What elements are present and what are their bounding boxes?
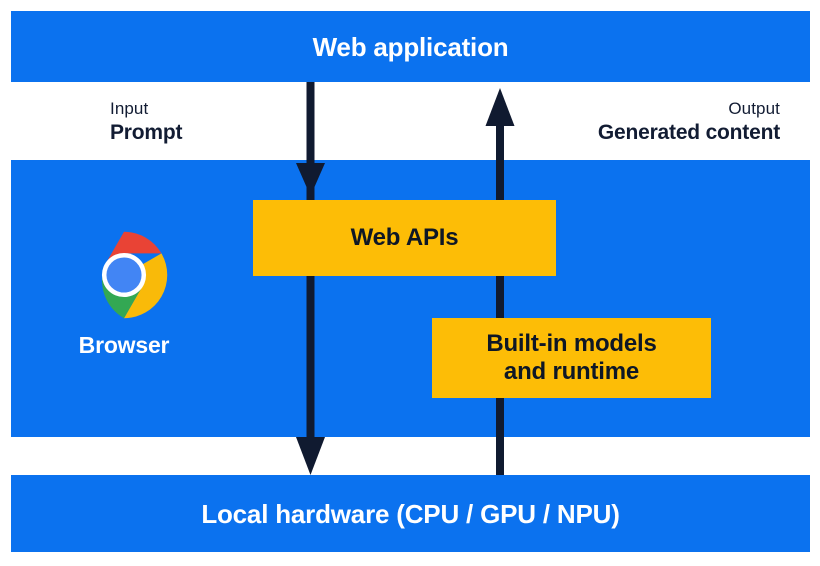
chrome-logo-icon	[101, 231, 168, 319]
band-browser-label: Browser	[78, 332, 170, 358]
browser-group: Browser	[48, 230, 200, 380]
annotation-output-kind: Output	[728, 99, 780, 118]
band-web-application-label: Web application	[312, 32, 509, 62]
annotation-output: Output Generated content	[598, 99, 780, 146]
box-web-apis[interactable]: Web APIs	[253, 200, 556, 276]
band-local-hardware: Local hardware (CPU / GPU / NPU)	[11, 475, 810, 552]
band-local-hardware-label: Local hardware (CPU / GPU / NPU)	[201, 499, 620, 529]
box-web-apis-label: Web APIs	[350, 223, 459, 251]
box-builtin-models[interactable]: Built-in models and runtime	[432, 318, 711, 398]
annotation-input-kind: Input	[110, 99, 149, 118]
annotation-input: Input Prompt	[110, 99, 183, 146]
annotation-output-value: Generated content	[597, 121, 780, 145]
annotation-input-value: Prompt	[110, 121, 183, 145]
band-web-application: Web application	[11, 11, 810, 82]
box-builtin-models-label: Built-in models and runtime	[486, 329, 657, 385]
